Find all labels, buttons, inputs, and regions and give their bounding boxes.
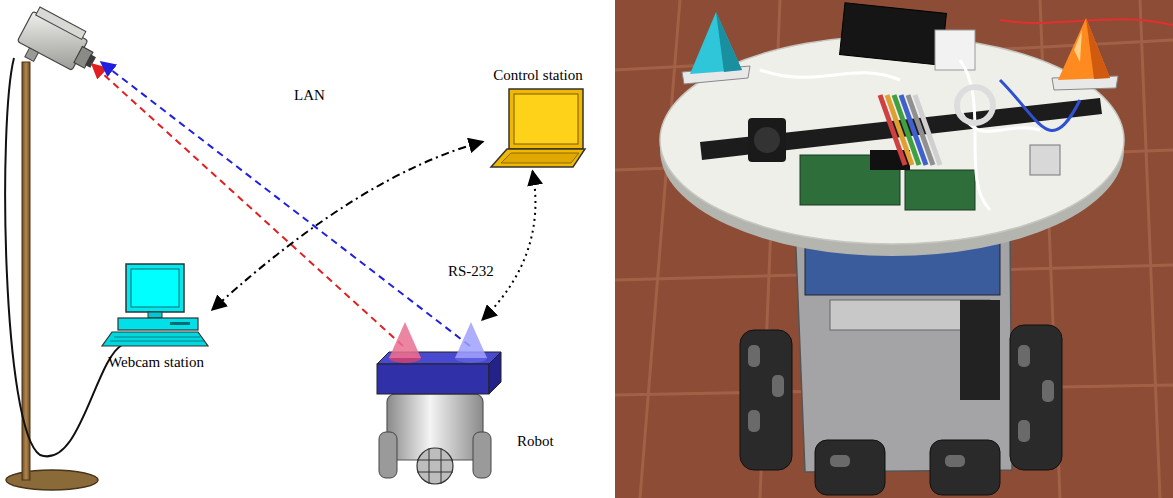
camera-pole [6,62,98,490]
node-label: Control station [493,66,583,84]
laptop-icon [483,87,593,171]
robot-icon [375,320,503,486]
serial-link [482,171,535,320]
webcam-camera [12,5,104,86]
robot-node: Robot [375,320,554,486]
link-label: RS-232 [446,262,496,280]
red-sight-line [92,64,403,346]
computer-icon [100,262,212,350]
control-station-node: Control station [483,66,593,171]
node-label: Webcam station [108,353,204,371]
control-station-icon [483,87,593,171]
blue-sight-line [101,62,470,346]
webcam-station-node: Webcam station [100,262,212,371]
lan-link [212,142,483,310]
camera-cable [5,58,122,456]
webcam-station-icon [100,262,212,350]
robot-photo [615,0,1173,498]
link-label: LAN [292,86,327,104]
robot-icon [375,320,503,486]
node-label: Robot [517,432,554,450]
